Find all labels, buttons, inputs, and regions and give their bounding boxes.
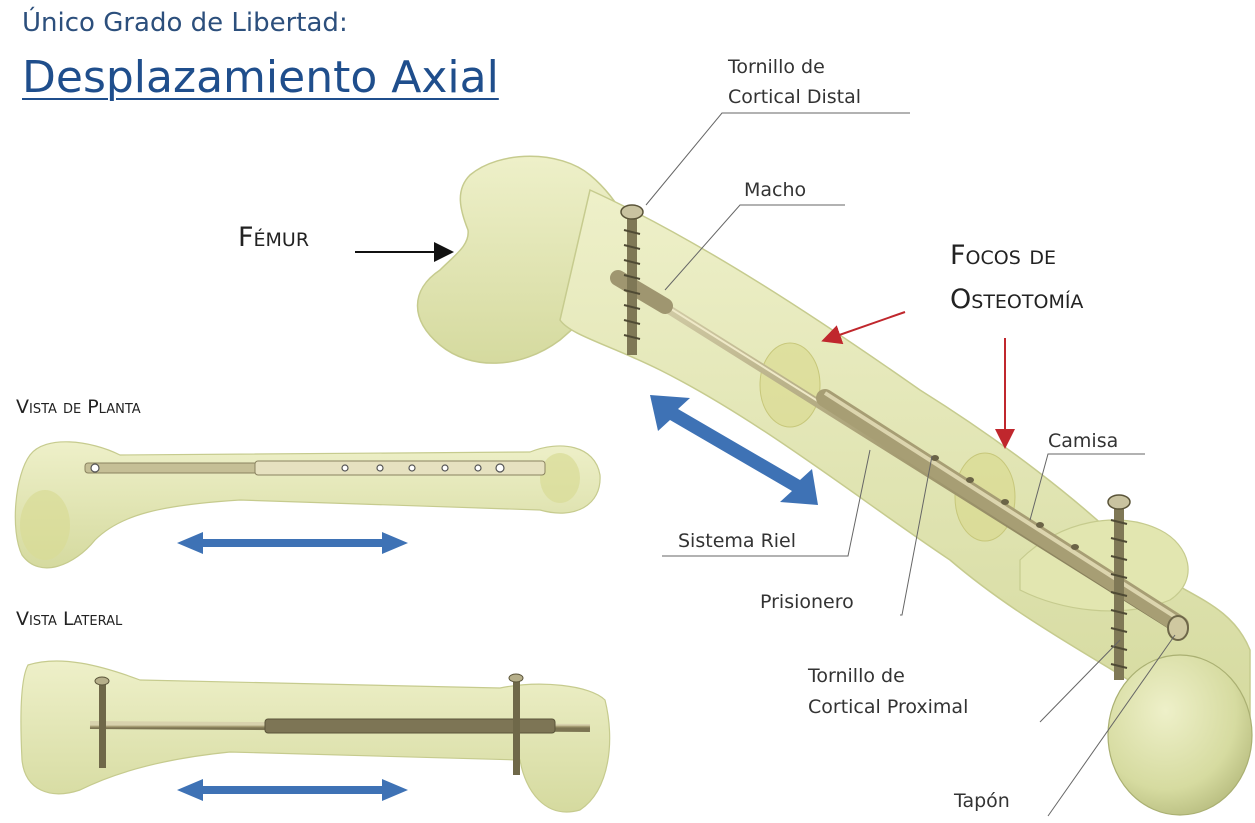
label-camisa: Camisa	[1048, 430, 1118, 453]
label-tornillo-distal-line2: Cortical Distal	[728, 86, 861, 109]
subtitle: Único Grado de Libertad:	[22, 8, 348, 39]
page-title: Desplazamiento Axial	[22, 52, 499, 105]
label-vista-lateral: Vista Lateral	[16, 608, 122, 631]
cap	[1168, 616, 1188, 640]
label-sistema-riel: Sistema Riel	[678, 530, 796, 553]
label-femur: Fémur	[238, 222, 309, 254]
lateral-view	[21, 661, 610, 812]
femoral-head	[1108, 655, 1252, 815]
lateral-view-double-arrow	[177, 779, 408, 801]
label-vista-planta: Vista de Planta	[16, 396, 141, 419]
label-tornillo-distal-line1: Tornillo de	[728, 56, 825, 79]
label-tapon: Tapón	[954, 790, 1010, 813]
plan-view-double-arrow	[177, 532, 408, 554]
osteotomy-arrow-1	[825, 312, 905, 340]
label-focos-line2: Osteotomía	[950, 284, 1083, 316]
label-tornillo-proximal-line2: Cortical Proximal	[808, 696, 968, 719]
lateral-view-sleeve	[265, 719, 555, 733]
label-macho: Macho	[744, 179, 806, 202]
plan-view	[15, 442, 600, 568]
label-prisionero: Prisionero	[760, 591, 854, 614]
leader-tornillo-proximal	[1040, 640, 1120, 722]
label-tornillo-proximal-line1: Tornillo de	[808, 665, 905, 688]
label-focos-line1: Focos de	[950, 240, 1056, 272]
